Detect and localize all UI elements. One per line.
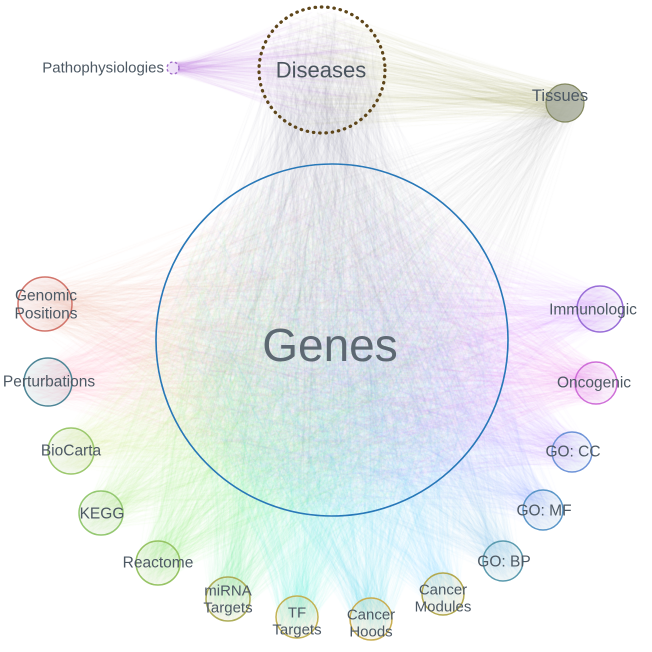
mirna-targets-label: miRNA xyxy=(204,583,252,600)
genomic-positions-label: Positions xyxy=(15,306,78,323)
go-mf-label: GO: MF xyxy=(516,503,571,520)
perturbations-circle[interactable] xyxy=(23,357,73,407)
reactome-label: Reactome xyxy=(123,555,194,572)
diseases-label: Diseases xyxy=(276,58,366,83)
node-go-bp[interactable]: GO: BP xyxy=(477,540,531,582)
perturbations-label: Perturbations xyxy=(3,374,95,391)
immunologic-label: Immunologic xyxy=(549,302,637,319)
node-go-cc[interactable]: GO: CC xyxy=(545,431,601,473)
go-bp-label: GO: BP xyxy=(477,554,530,571)
oncogenic-label: Oncogenic xyxy=(557,375,631,392)
cancer-modules-circle[interactable] xyxy=(421,572,465,616)
cancer-hoods-label: Cancer xyxy=(347,607,395,624)
node-pathophysiologies[interactable]: Pathophysiologies xyxy=(42,60,180,77)
mirna-targets-circle[interactable] xyxy=(205,576,251,622)
genes-circle[interactable] xyxy=(155,163,509,517)
biocarta-circle[interactable] xyxy=(47,427,95,475)
diseases-circle[interactable] xyxy=(257,5,387,135)
node-kegg[interactable]: KEGG xyxy=(78,490,125,536)
reactome-circle[interactable] xyxy=(135,540,181,586)
oncogenic-circle[interactable] xyxy=(574,361,618,405)
node-immunologic[interactable]: Immunologic xyxy=(549,285,637,333)
mirna-targets-label: Targets xyxy=(203,600,252,617)
go-bp-circle[interactable] xyxy=(482,540,524,582)
go-cc-circle[interactable] xyxy=(551,431,593,473)
genes-label: Genes xyxy=(262,319,398,371)
pathophysiologies-circle[interactable] xyxy=(166,61,180,75)
node-perturbations[interactable]: Perturbations xyxy=(3,357,95,407)
biocarta-label: BioCarta xyxy=(41,443,102,460)
node-go-mf[interactable]: GO: MF xyxy=(516,489,572,531)
pathophysiologies-label: Pathophysiologies xyxy=(42,60,164,77)
go-cc-label: GO: CC xyxy=(545,444,600,461)
node-biocarta[interactable]: BioCarta xyxy=(41,427,102,475)
tf-targets-circle[interactable] xyxy=(275,595,319,639)
cancer-modules-label: Modules xyxy=(415,599,472,616)
kegg-circle[interactable] xyxy=(78,490,124,536)
node-tissues[interactable]: Tissues xyxy=(532,83,588,123)
cancer-hoods-label: Hoods xyxy=(349,624,392,641)
cancer-modules-label: Cancer xyxy=(419,582,467,599)
tissues-circle[interactable] xyxy=(545,83,585,123)
tissues-label: Tissues xyxy=(532,87,588,105)
genomic-positions-label: Genomic xyxy=(15,288,77,305)
tf-targets-label: Targets xyxy=(272,622,321,639)
genomic-positions-circle[interactable] xyxy=(17,276,73,332)
node-reactome[interactable]: Reactome xyxy=(123,540,194,586)
node-oncogenic[interactable]: Oncogenic xyxy=(557,361,631,405)
tf-targets-label: TF xyxy=(288,605,306,622)
node-diseases[interactable]: Diseases xyxy=(257,5,387,135)
go-mf-circle[interactable] xyxy=(522,489,564,531)
node-genes[interactable]: Genes xyxy=(155,163,509,517)
immunologic-circle[interactable] xyxy=(576,285,624,333)
cancer-hoods-circle[interactable] xyxy=(349,597,393,641)
kegg-label: KEGG xyxy=(80,506,125,523)
